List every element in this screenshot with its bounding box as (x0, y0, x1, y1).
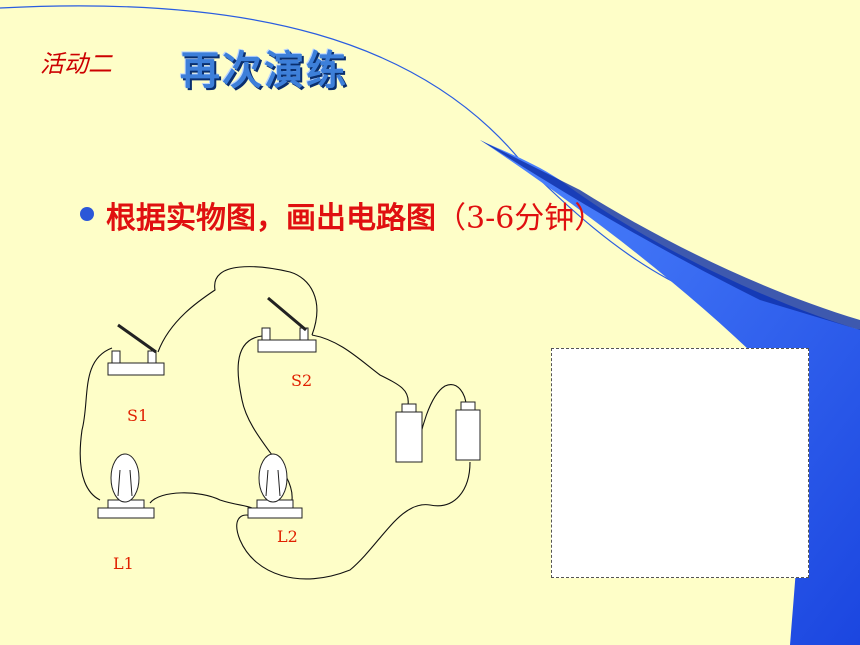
bullet-main: 根据实物图，画出电路图 (106, 201, 436, 236)
label-s1: S1 (127, 406, 149, 425)
slide-title: 再次演练 (180, 47, 348, 94)
answer-box[interactable] (551, 348, 809, 578)
switch-s1 (107, 323, 165, 376)
switch-s2 (257, 296, 317, 353)
wire-battery2-to-l2 (236, 461, 471, 580)
battery-2 (455, 401, 481, 461)
bullet-icon (80, 207, 94, 221)
label-s2: S2 (291, 371, 313, 390)
activity-label: 活动二 (40, 50, 112, 78)
bullet-time: （3-6分钟） (436, 201, 605, 236)
bullet-text: 根据实物图，画出电路图（3-6分钟） (106, 193, 604, 237)
wire-s2-to-battery1 (311, 334, 409, 406)
lamp-l2 (247, 453, 303, 519)
battery-1 (395, 403, 423, 463)
wire-s1-to-s2 (157, 266, 318, 353)
wire-s1-to-l1 (79, 347, 113, 501)
label-l2: L2 (277, 527, 298, 546)
lamp-l1 (97, 453, 155, 519)
wire-l1-to-l2 (149, 492, 253, 509)
label-l1: L1 (113, 554, 134, 573)
